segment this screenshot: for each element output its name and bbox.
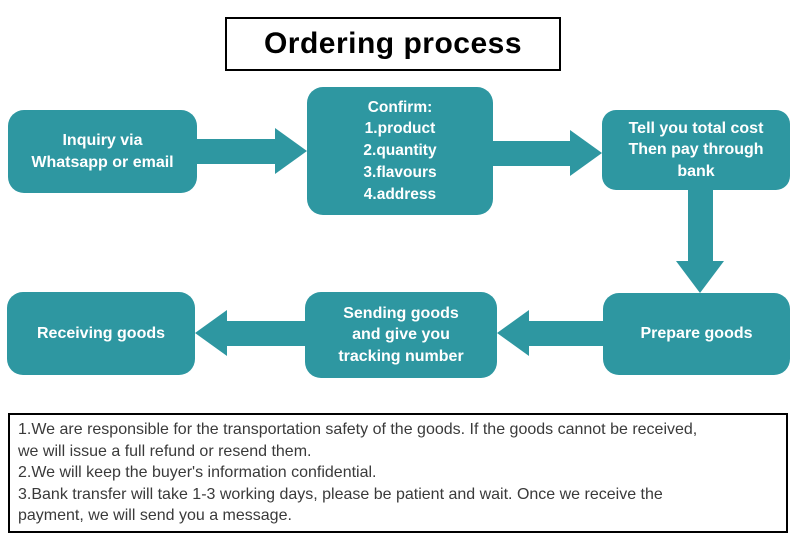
arrow-down-icon xyxy=(676,190,724,293)
arrow-shaft xyxy=(687,190,713,261)
arrow-head xyxy=(275,128,307,174)
arrow-left-icon xyxy=(195,310,305,356)
arrow-shaft xyxy=(493,140,570,166)
arrow-left-icon xyxy=(497,310,603,356)
step-total-cost: Tell you total cost Then pay through ban… xyxy=(602,110,790,190)
page-title: Ordering process xyxy=(225,17,561,71)
arrow-shaft xyxy=(529,320,603,346)
arrow-right-icon xyxy=(197,128,307,174)
arrow-head xyxy=(195,310,227,356)
arrow-right-icon xyxy=(493,130,602,176)
step-inquiry: Inquiry via Whatsapp or email xyxy=(8,110,197,193)
step-sending-goods: Sending goods and give you tracking numb… xyxy=(305,292,497,378)
note-item: 1.We are responsible for the transportat… xyxy=(18,421,698,460)
step-prepare-goods: Prepare goods xyxy=(603,293,790,375)
step-confirm: Confirm: 1.product 2.quantity 3.flavours… xyxy=(307,87,493,215)
note-item: 3.Bank transfer will take 1-3 working da… xyxy=(18,485,663,525)
note-item: 2.We will keep the buyer's information c… xyxy=(18,464,377,482)
arrow-shaft xyxy=(227,320,305,346)
disclaimer-notes: 1.We are responsible for the transportat… xyxy=(8,413,788,533)
arrow-head xyxy=(676,261,724,293)
step-receiving-goods: Receiving goods xyxy=(7,292,195,375)
arrow-head xyxy=(497,310,529,356)
arrow-head xyxy=(570,130,602,176)
arrow-shaft xyxy=(197,138,275,164)
